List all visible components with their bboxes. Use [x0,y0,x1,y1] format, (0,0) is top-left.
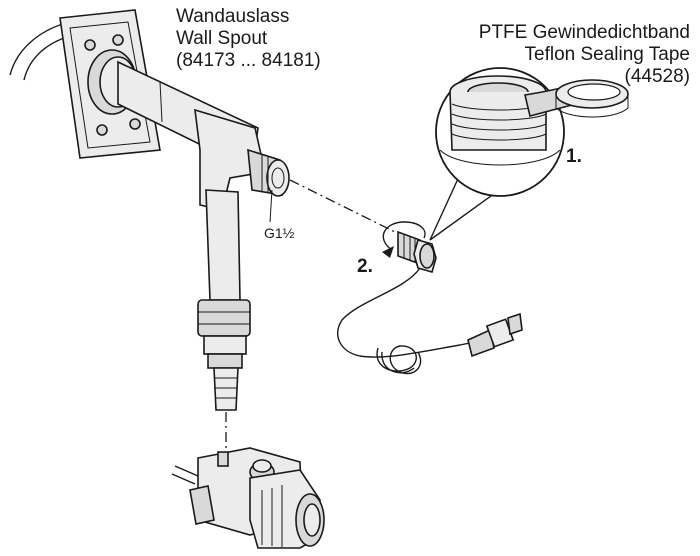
hose-barb [213,367,239,411]
vertical-pipe [205,189,241,301]
tape-code: (44528) [625,66,691,87]
pump [171,447,325,549]
rotation-arrow [382,221,426,251]
step-2-label: 2. [357,256,373,277]
tape-label-de: PTFE Gewindedichtband [479,22,690,43]
step-1-label: 1. [566,146,582,167]
wall-spout-label-en: Wall Spout [176,28,268,49]
sensor [337,221,523,375]
wall-spout [9,9,290,411]
union-nut [197,299,251,337]
wall-spout-codes: (84173 ... 84181) [176,50,321,71]
detail-callout [429,67,629,241]
tape-label-en: Teflon Sealing Tape [525,44,691,65]
thread-size-label: G1½ [264,225,295,241]
wall-spout-label-de: Wandauslass [176,6,289,27]
center-line-sensor [289,179,396,233]
